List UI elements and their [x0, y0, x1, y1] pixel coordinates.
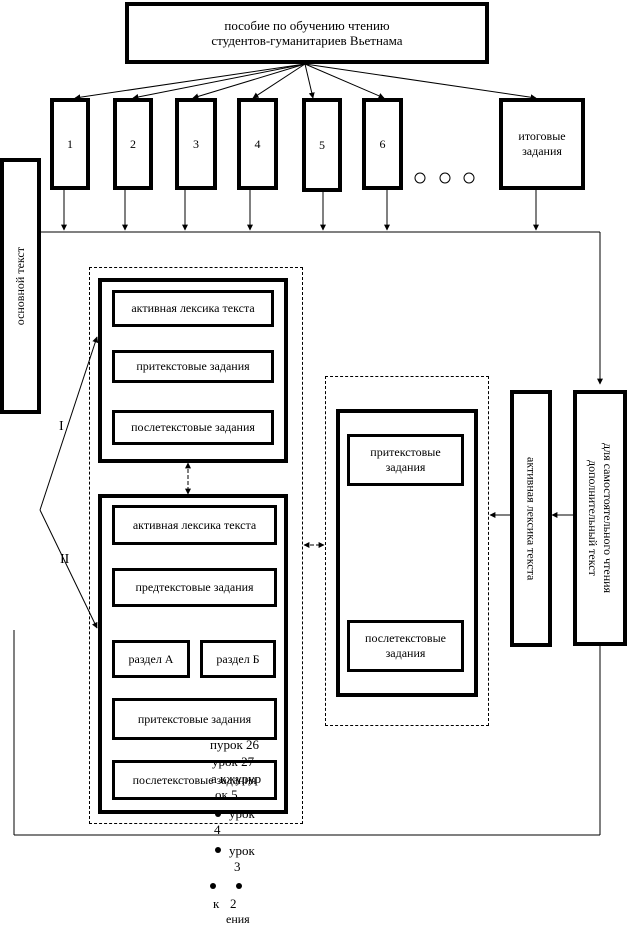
marker-one: I [59, 419, 64, 434]
block3-pri-box: притекстовые задания [347, 434, 464, 486]
side-vocab-box: активная лексика текста [510, 390, 552, 647]
debris-e: урок [229, 806, 255, 821]
block2-post-label: послетекстовые задания [132, 772, 257, 787]
main-text-box: основной текст [0, 158, 41, 414]
block1-pre-box: притекстовые задания [112, 350, 274, 383]
block2-sectionA-label: раздел А [128, 651, 174, 666]
debris-b: урок 27 [212, 754, 255, 769]
debris-i: к [213, 896, 220, 911]
block1-vocab-label: активная лексика текста [131, 301, 255, 315]
side-vocab-label: активная лексика текста [524, 456, 539, 581]
unit-box-4: 4 [237, 98, 278, 190]
side-extra-line1: дополнительный текст [586, 460, 600, 576]
unit-label: 2 [130, 136, 136, 151]
block2-sectionA-box: раздел А [112, 640, 190, 678]
unit-box-6: 6 [362, 98, 403, 190]
unit-label: 4 [254, 136, 261, 151]
block3-post-box: послетекстовые задания [347, 620, 464, 672]
debris-c: а кжурур [211, 771, 262, 786]
unit-label: 5 [319, 137, 325, 152]
unit-label: 3 [193, 136, 199, 151]
unit-box-3: 3 [175, 98, 217, 190]
unit-box-1: 1 [50, 98, 90, 190]
title-line2: студентов-гуманитариев Вьетнама [211, 33, 403, 48]
block2-pri-label: притекстовые задания [137, 711, 252, 726]
block2-vocab-box: активная лексика текста [112, 505, 277, 545]
debris-d: ок 5 [215, 787, 238, 802]
debris-f: 4 [214, 822, 221, 837]
debris-h: 3 [234, 859, 241, 874]
title-box: пособие по обучению чтению студентов-гум… [125, 2, 489, 64]
debris-k: ения [226, 912, 250, 926]
final-tasks-box: итоговые задания [499, 98, 585, 190]
marker-two: II [60, 552, 70, 567]
block3-pri-label: притекстовые задания [370, 445, 441, 474]
block1-pre-label: притекстовые задания [136, 359, 250, 373]
block1-post-box: послетекстовые задания [112, 410, 274, 445]
unit-box-5: 5 [302, 98, 342, 192]
left-dashed-frame [89, 267, 303, 824]
block1-vocab-box: активная лексика текста [112, 290, 274, 327]
side-extra-line2: для самостоятельного чтения [601, 442, 615, 594]
unit-label: 1 [67, 136, 73, 151]
main-text-label: основной текст [13, 246, 27, 326]
unit-box-2: 2 [113, 98, 153, 190]
debris-g: урок [229, 843, 255, 858]
debris-j: 2 [230, 896, 237, 911]
final-tasks-label: итоговые задания [518, 129, 566, 158]
title-line1: пособие по обучению чтению [224, 18, 390, 33]
block2-sectionB-label: раздел Б [216, 651, 260, 666]
block3-post-label: послетекстовые задания [365, 631, 446, 660]
middle-dashed-frame [325, 376, 489, 726]
block2-pre-label: предтекстовые задания [135, 580, 254, 594]
block2-pre-box: предтекстовые задания [112, 568, 277, 607]
unit-label: 6 [379, 136, 386, 151]
block1-post-label: послетекстовые задания [131, 420, 255, 434]
block2-vocab-label: активная лексика текста [132, 517, 257, 532]
block2-post-box: послетекстовые задания [112, 760, 277, 800]
block2-sectionB-box: раздел Б [200, 640, 276, 678]
side-extra-box: дополнительный текст для самостоятельног… [573, 390, 627, 646]
block2-pri-box: притекстовые задания [112, 698, 277, 740]
debris-a: пурок 26 [210, 737, 260, 752]
